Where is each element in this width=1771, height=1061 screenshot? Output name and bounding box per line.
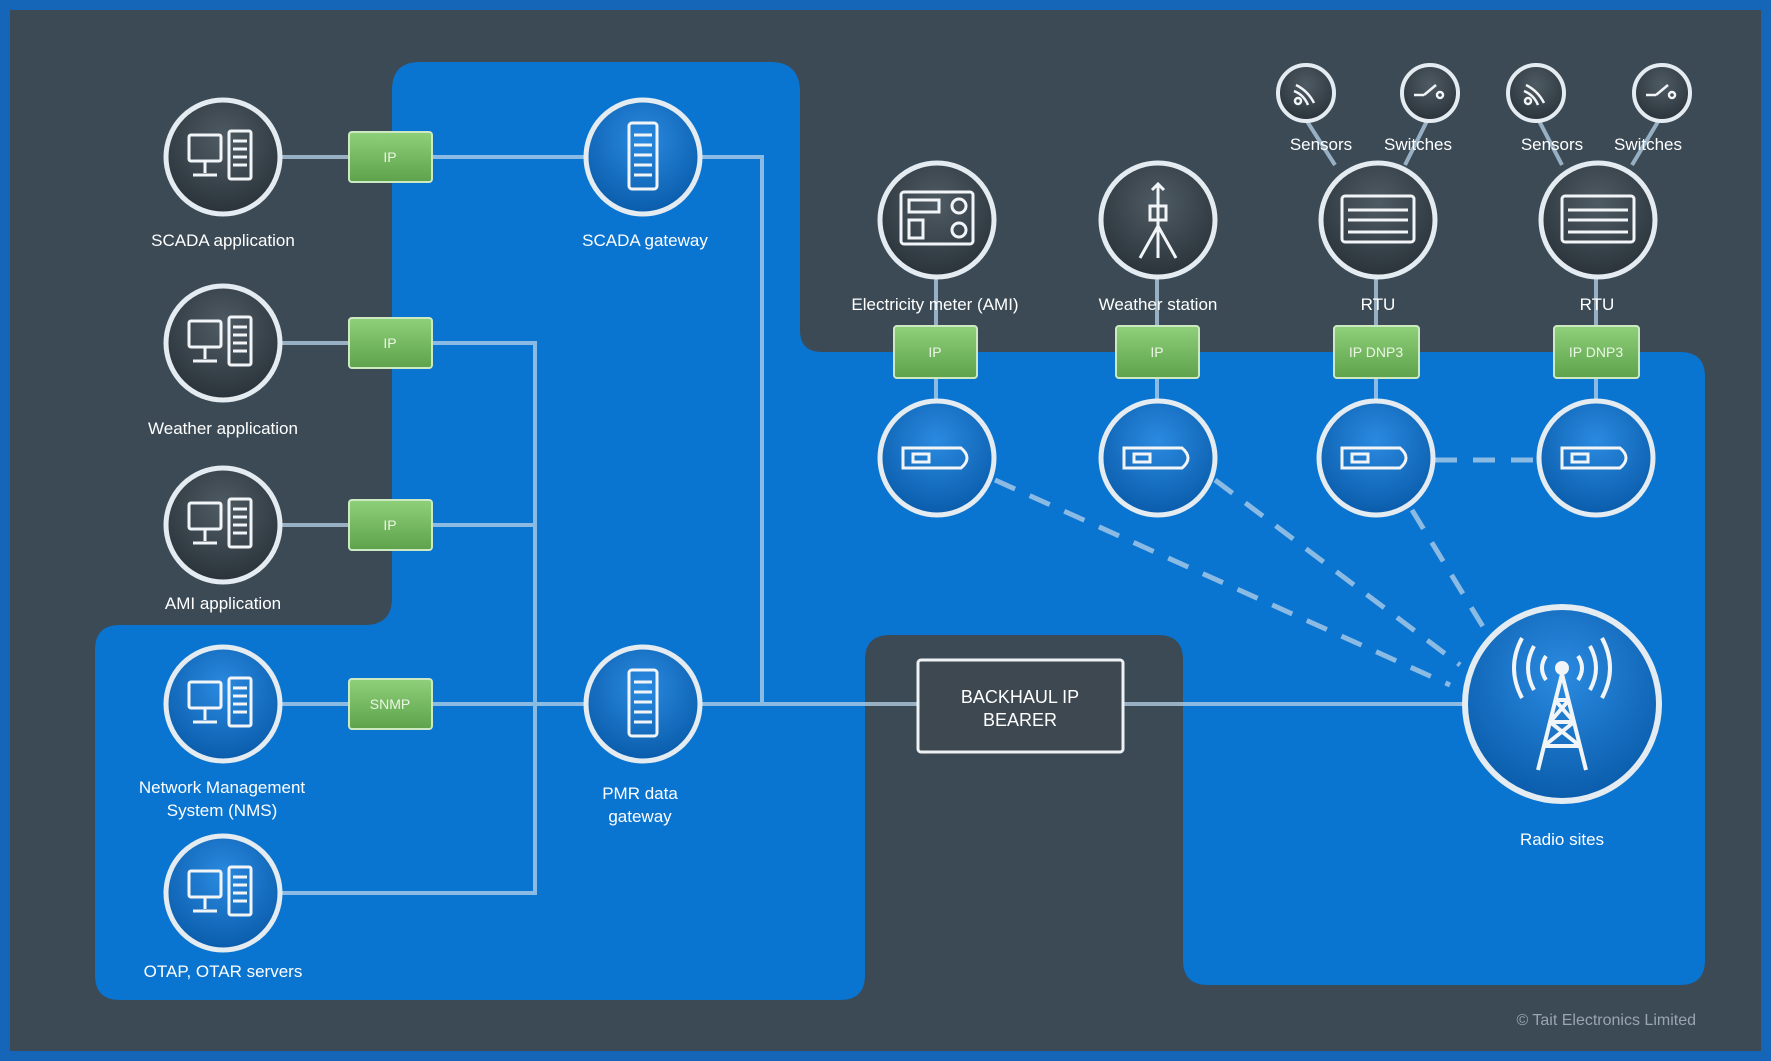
protocol-label: IP DNP3 — [1349, 344, 1403, 360]
sensors-label: Sensors — [1521, 135, 1583, 154]
protocol-label: IP — [383, 335, 396, 351]
scada-application-node[interactable]: SCADA application — [151, 97, 295, 250]
protocol-box-scada: IP — [348, 131, 433, 183]
radio-terminal-1[interactable] — [877, 398, 997, 518]
weather-station-label: Weather station — [1099, 295, 1218, 314]
weather-station-node[interactable]: Weather station — [1098, 160, 1218, 314]
protocol-box-ami: IP — [348, 499, 433, 551]
protocol-label: SNMP — [370, 696, 410, 712]
radio-modem-icon — [1340, 446, 1408, 470]
connection-lines — [280, 113, 1664, 895]
computer-icon — [187, 315, 253, 367]
sensor-icon — [1293, 83, 1316, 106]
protocol-label: IP — [928, 344, 941, 360]
pmr-gateway-label-line1: PMR data — [602, 784, 678, 803]
protocol-label: IP — [383, 517, 396, 533]
protocol-box-weather-station: IP — [1115, 325, 1200, 379]
radio-terminal-4[interactable] — [1536, 398, 1656, 518]
switches-label: Switches — [1614, 135, 1682, 154]
radio-tower-icon — [1512, 637, 1612, 771]
electricity-meter-label: Electricity meter (AMI) — [851, 295, 1018, 314]
weather-application-label: Weather application — [148, 419, 298, 438]
rtu-node-1[interactable]: RTU — [1318, 160, 1438, 314]
switches-node-2[interactable]: Switches — [1614, 63, 1692, 154]
nms-label-line2: System (NMS) — [167, 801, 278, 820]
rtu-icon — [1560, 194, 1636, 244]
server-icon — [627, 668, 659, 738]
computer-icon — [187, 129, 253, 181]
electricity-meter-node[interactable]: Electricity meter (AMI) — [851, 160, 1019, 314]
sensor-icon — [1523, 83, 1546, 106]
switch-icon — [1414, 84, 1445, 100]
nms-label-line1: Network Management — [139, 778, 306, 797]
network-regions — [95, 62, 1705, 1000]
weather-station-icon — [1138, 181, 1178, 259]
pmr-gateway-label-line2: gateway — [608, 807, 672, 826]
radio-modem-icon — [1122, 446, 1190, 470]
rtu-label: RTU — [1361, 295, 1396, 314]
weather-application-node[interactable]: Weather application — [148, 283, 298, 438]
computer-icon — [187, 497, 253, 549]
rtu-icon — [1340, 194, 1416, 244]
radio-links — [993, 457, 1540, 688]
protocol-label: IP — [383, 149, 396, 165]
ami-application-label: AMI application — [165, 594, 281, 613]
switches-node-1[interactable]: Switches — [1384, 63, 1460, 154]
backhaul-ip-bearer[interactable]: BACKHAUL IP BEARER — [916, 658, 1125, 754]
otap-otar-node[interactable]: OTAP, OTAR servers — [144, 833, 303, 981]
rtu-label: RTU — [1580, 295, 1615, 314]
radio-terminal-3[interactable] — [1316, 398, 1436, 518]
radio-sites-node[interactable]: Radio sites — [1462, 604, 1662, 849]
ami-application-node[interactable]: AMI application — [163, 465, 283, 613]
switches-label: Switches — [1384, 135, 1452, 154]
protocol-label: IP DNP3 — [1569, 344, 1623, 360]
radio-modem-icon — [901, 446, 969, 470]
protocol-box-meter: IP — [893, 325, 978, 379]
radio-modem-icon — [1560, 446, 1628, 470]
sensors-node-2[interactable]: Sensors — [1506, 63, 1583, 154]
switch-icon — [1646, 84, 1677, 100]
radio-sites-label: Radio sites — [1520, 830, 1604, 849]
protocol-box-rtu2: IP DNP3 — [1553, 325, 1640, 379]
protocol-label: IP — [1150, 344, 1163, 360]
scada-application-label: SCADA application — [151, 231, 295, 250]
copyright-text: © Tait Electronics Limited — [1516, 1012, 1696, 1029]
rtu-node-2[interactable]: RTU — [1538, 160, 1658, 314]
computer-icon — [187, 865, 253, 917]
sensors-node-1[interactable]: Sensors — [1276, 63, 1352, 154]
backhaul-label-line1: BACKHAUL IP — [961, 687, 1079, 707]
protocol-box-weather: IP — [348, 317, 433, 369]
scada-gateway-node[interactable]: SCADA gateway — [582, 97, 708, 250]
server-icon — [627, 121, 659, 191]
protocol-box-nms: SNMP — [348, 678, 433, 730]
meter-icon — [899, 190, 975, 246]
radio-terminal-2[interactable] — [1098, 398, 1218, 518]
backhaul-label-line2: BEARER — [983, 710, 1057, 730]
scada-gateway-label: SCADA gateway — [582, 231, 708, 250]
nms-node[interactable]: Network Management System (NMS) — [139, 644, 306, 820]
computer-icon — [187, 676, 253, 728]
protocol-box-rtu1: IP DNP3 — [1333, 325, 1420, 379]
otap-otar-label: OTAP, OTAR servers — [144, 962, 303, 981]
pmr-data-gateway-node[interactable]: PMR data gateway — [583, 644, 703, 826]
sensors-label: Sensors — [1290, 135, 1352, 154]
